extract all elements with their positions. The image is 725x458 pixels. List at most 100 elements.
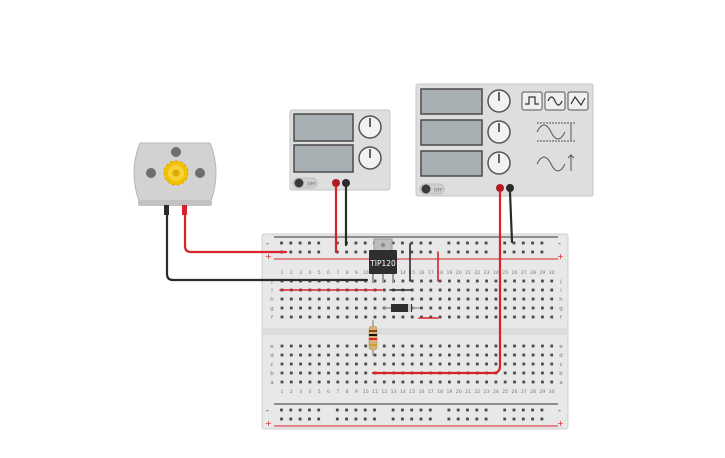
terminal-hole[interactable] [420,362,423,366]
terminal-hole[interactable] [457,279,461,283]
terminal-hole[interactable] [503,279,507,283]
terminal-hole[interactable] [327,353,330,357]
terminal-hole[interactable] [485,279,488,283]
rail-hole[interactable] [363,250,367,254]
terminal-hole[interactable] [457,306,461,310]
rail-hole[interactable] [466,241,469,245]
rail-hole[interactable] [447,250,451,254]
terminal-hole[interactable] [475,288,479,292]
terminal-hole[interactable] [401,362,405,366]
terminal-hole[interactable] [438,353,442,357]
wire-fgen-signal[interactable] [371,190,502,375]
rail-hole[interactable] [512,408,516,412]
terminal-hole[interactable] [438,297,442,301]
terminal-hole[interactable] [364,353,368,357]
terminal-hole[interactable] [373,362,377,366]
terminal-hole[interactable] [541,362,544,366]
terminal-hole[interactable] [420,297,423,301]
terminal-hole[interactable] [550,353,554,357]
terminal-hole[interactable] [308,344,312,348]
terminal-hole[interactable] [364,344,368,348]
terminal-hole[interactable] [382,288,386,292]
terminal-hole[interactable] [466,380,470,384]
terminal-hole[interactable] [550,315,554,319]
terminal-hole[interactable] [382,315,386,319]
rail-hole[interactable] [401,417,404,421]
terminal-hole[interactable] [373,297,377,301]
terminal-hole[interactable] [355,306,358,310]
terminal-hole[interactable] [289,362,293,366]
terminal-hole[interactable] [429,279,433,283]
terminal-hole[interactable] [513,371,516,375]
terminal-hole[interactable] [494,297,498,301]
rail-hole[interactable] [401,241,404,245]
terminal-hole[interactable] [401,315,405,319]
terminal-hole[interactable] [382,279,386,283]
dc-power-supply[interactable]: OFF [289,109,391,191]
terminal-hole[interactable] [531,297,535,301]
terminal-hole[interactable] [336,344,340,348]
terminal-hole[interactable] [345,371,349,375]
terminal-hole[interactable] [317,297,321,301]
terminal-hole[interactable] [550,306,554,310]
terminal-hole[interactable] [466,297,470,301]
terminal-hole[interactable] [299,371,302,375]
terminal-hole[interactable] [448,344,451,348]
terminal-hole[interactable] [289,344,293,348]
terminal-hole[interactable] [289,306,293,310]
rail-hole[interactable] [503,241,507,245]
function-generator[interactable]: OFF [415,83,594,197]
terminal-hole[interactable] [475,306,479,310]
terminal-hole[interactable] [280,380,284,384]
terminal-hole[interactable] [541,371,544,375]
terminal-hole[interactable] [429,306,433,310]
terminal-hole[interactable] [522,380,526,384]
terminal-hole[interactable] [448,279,451,283]
terminal-hole[interactable] [308,353,312,357]
terminal-hole[interactable] [429,380,433,384]
terminal-hole[interactable] [531,306,535,310]
rail-hole[interactable] [410,417,414,421]
terminal-hole[interactable] [541,297,544,301]
rail-hole[interactable] [335,408,339,412]
terminal-hole[interactable] [364,297,368,301]
terminal-hole[interactable] [280,353,284,357]
rail-hole[interactable] [428,408,432,412]
terminal-hole[interactable] [410,362,414,366]
motor-terminal-red[interactable] [182,205,187,215]
terminal-hole[interactable] [327,344,330,348]
terminal-hole[interactable] [382,353,386,357]
terminal-hole[interactable] [299,306,302,310]
rail-hole[interactable] [531,408,534,412]
terminal-hole[interactable] [373,306,377,310]
rail-hole[interactable] [419,408,423,412]
terminal-hole[interactable] [355,362,358,366]
rail-hole[interactable] [540,250,544,254]
terminal-hole[interactable] [541,353,544,357]
terminal-hole[interactable] [457,344,461,348]
rail-hole[interactable] [531,250,534,254]
terminal-hole[interactable] [327,315,330,319]
terminal-hole[interactable] [475,344,479,348]
terminal-hole[interactable] [382,344,386,348]
terminal-hole[interactable] [494,362,498,366]
terminal-hole[interactable] [522,306,526,310]
resistor[interactable] [368,320,378,356]
rail-hole[interactable] [466,417,469,421]
terminal-hole[interactable] [308,371,312,375]
terminal-hole[interactable] [345,297,349,301]
terminal-hole[interactable] [392,380,395,384]
terminal-hole[interactable] [327,380,330,384]
terminal-hole[interactable] [494,315,498,319]
terminal-hole[interactable] [401,279,405,283]
terminal-hole[interactable] [531,353,535,357]
rail-hole[interactable] [419,250,423,254]
terminal-hole[interactable] [364,371,368,375]
terminal-hole[interactable] [289,353,293,357]
terminal-hole[interactable] [299,344,302,348]
terminal-hole[interactable] [485,306,488,310]
terminal-hole[interactable] [336,315,340,319]
rail-hole[interactable] [391,417,395,421]
terminal-hole[interactable] [382,362,386,366]
terminal-hole[interactable] [420,344,423,348]
